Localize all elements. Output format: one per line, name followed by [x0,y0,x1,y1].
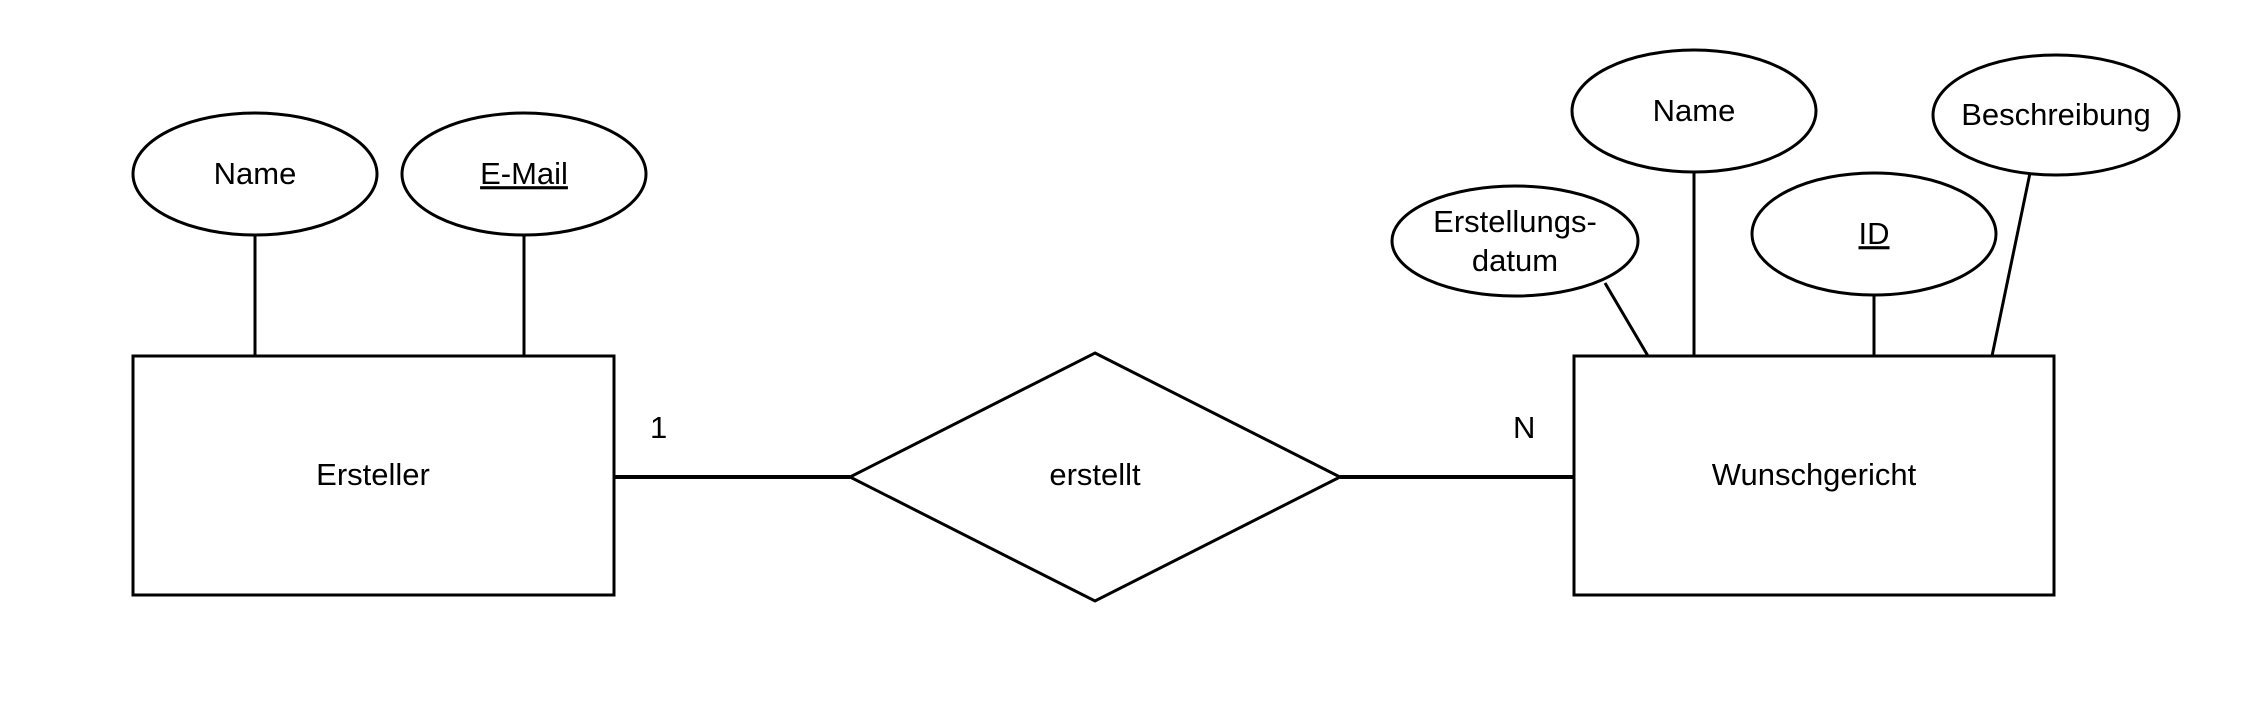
attribute-ersteller-name[interactable]: Name [131,111,379,237]
attribute-ersteller-email-ellipse[interactable] [400,111,648,237]
attribute-wunschgericht-name-ellipse[interactable] [1570,48,1818,174]
attribute-wunschgericht-id-label: ID [1859,216,1890,251]
attribute-wunschgericht-erstellungsdatum-label-line1: Erstellungs- [1433,204,1597,239]
entity-wunschgericht[interactable]: Wunschgericht [1572,354,2056,597]
entity-ersteller-box[interactable] [131,354,616,597]
attribute-wunschgericht-erstellungsdatum-label-line2: datum [1472,243,1558,278]
attribute-wunschgericht-erstellungsdatum[interactable]: Erstellungs- datum [1390,184,1640,298]
attribute-wunschgericht-id-ellipse[interactable] [1750,171,1998,297]
attribute-wunschgericht-beschreibung-label: Beschreibung [1961,97,2151,132]
entity-wunschgericht-box[interactable] [1572,354,2056,597]
attribute-wunschgericht-name[interactable]: Name [1570,48,1818,174]
attribute-ersteller-name-label: Name [214,156,297,191]
attribute-wunschgericht-id[interactable]: ID [1750,171,1998,297]
entity-wunschgericht-label: Wunschgericht [1712,457,1917,492]
relationship-erstellt-diamond[interactable] [846,351,1344,603]
relationship-erstellt-label: erstellt [1049,457,1141,492]
attribute-ersteller-name-ellipse[interactable] [131,111,379,237]
connector-wunschgericht-erstellungsdatum [1603,282,1650,357]
attribute-ersteller-email-label: E-Mail [480,156,568,191]
attribute-wunschgericht-beschreibung-ellipse[interactable] [1931,53,2181,177]
attribute-wunschgericht-beschreibung[interactable]: Beschreibung [1931,53,2181,177]
relationship-erstellt[interactable]: erstellt [846,351,1344,603]
attribute-wunschgericht-erstellungsdatum-ellipse[interactable] [1390,184,1640,298]
attribute-ersteller-email[interactable]: E-Mail [400,111,648,237]
connector-wunschgericht-beschreibung [1990,172,2032,357]
entity-ersteller[interactable]: Ersteller [131,354,616,597]
cardinality-left-label: 1 [650,410,667,445]
entity-ersteller-label: Ersteller [316,457,430,492]
cardinality-right-label: N [1513,410,1535,445]
attribute-wunschgericht-name-label: Name [1653,93,1736,128]
